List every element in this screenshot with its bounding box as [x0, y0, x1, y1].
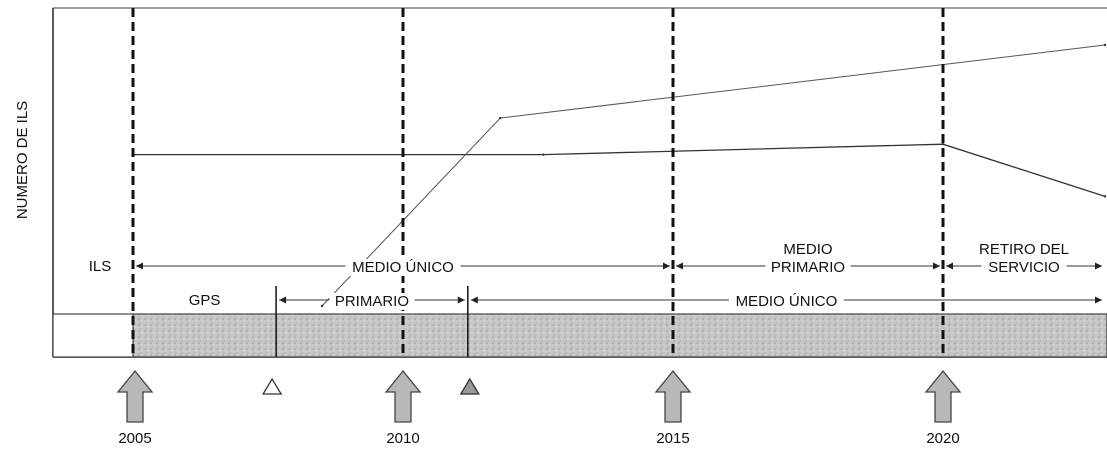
series-2-point: [499, 116, 502, 120]
series-1-point: [941, 142, 945, 146]
ils-only-bar-segment: [52, 313, 134, 358]
ils-phase-2-arrow-head-right: [663, 262, 670, 270]
series-1-point: [1103, 195, 1107, 198]
series-line-1: [133, 143, 1106, 198]
year-arrow-2020: [924, 369, 962, 423]
ils-phase-3-arrow-head-left: [676, 262, 683, 270]
year-arrow-2015: [654, 369, 692, 423]
ils-phase-2-label: MEDIO ÚNICO: [352, 259, 454, 276]
ils-phase-3-arrow-head-right: [933, 262, 940, 270]
year-arrow-2010: [384, 369, 422, 423]
ils-phase-3-label-bg: [765, 259, 851, 276]
x-tick-label-2005: 2005: [118, 430, 151, 447]
ils-phase-2-label-bg: [345, 259, 461, 276]
year-arrow-2005: [116, 369, 154, 423]
ils-phase-4-arrow-head-left: [946, 262, 953, 270]
gps-phase-3-label-bg: [728, 293, 844, 310]
milestone-triangle-2: [459, 377, 480, 395]
ils-phase-3-label: MEDIO: [783, 241, 832, 258]
ils-phase-4-label: RETIRO DEL: [979, 241, 1069, 258]
milestone-triangle-1: [261, 377, 283, 395]
ils-phase-3-label: PRIMARIO: [771, 259, 845, 276]
gps-phase-1-label: GPS: [189, 292, 221, 309]
series-2-point: [1103, 43, 1107, 47]
x-tick-label-2015: 2015: [656, 430, 689, 447]
ils-phase-4-label: SERVICIO: [988, 259, 1059, 276]
gps-phase-2-label: PRIMARIO: [335, 293, 409, 310]
series-2-point: [320, 304, 324, 308]
x-tick-label-2020: 2020: [926, 430, 959, 447]
gps-phase-2-arrow-head-left: [279, 296, 287, 304]
gps-phase-3-arrow-head-left: [470, 296, 478, 304]
gps-phase-3-label: MEDIO ÚNICO: [736, 293, 838, 310]
series-1-point: [542, 153, 545, 156]
x-tick-label-2010: 2010: [386, 430, 419, 447]
ils-phase-4-arrow-head-right: [1095, 262, 1102, 270]
y-axis-label: NUMERO DE ILS: [14, 101, 31, 219]
ils-phase-4-label-bg: [981, 259, 1067, 276]
ils-phase-2-arrow-head-left: [136, 262, 143, 270]
ils-phase-1-label: ILS: [89, 258, 112, 275]
gps-timeline-bar: [132, 313, 1107, 358]
ils-phase-3-label-bg: [780, 241, 836, 258]
gps-phase-2-label-bg: [329, 293, 415, 310]
ils-phase-4-label-bg: [971, 241, 1077, 258]
gps-phase-3-arrow-head-right: [1095, 296, 1102, 304]
gps-phase-2-arrow-head-right: [457, 296, 465, 304]
